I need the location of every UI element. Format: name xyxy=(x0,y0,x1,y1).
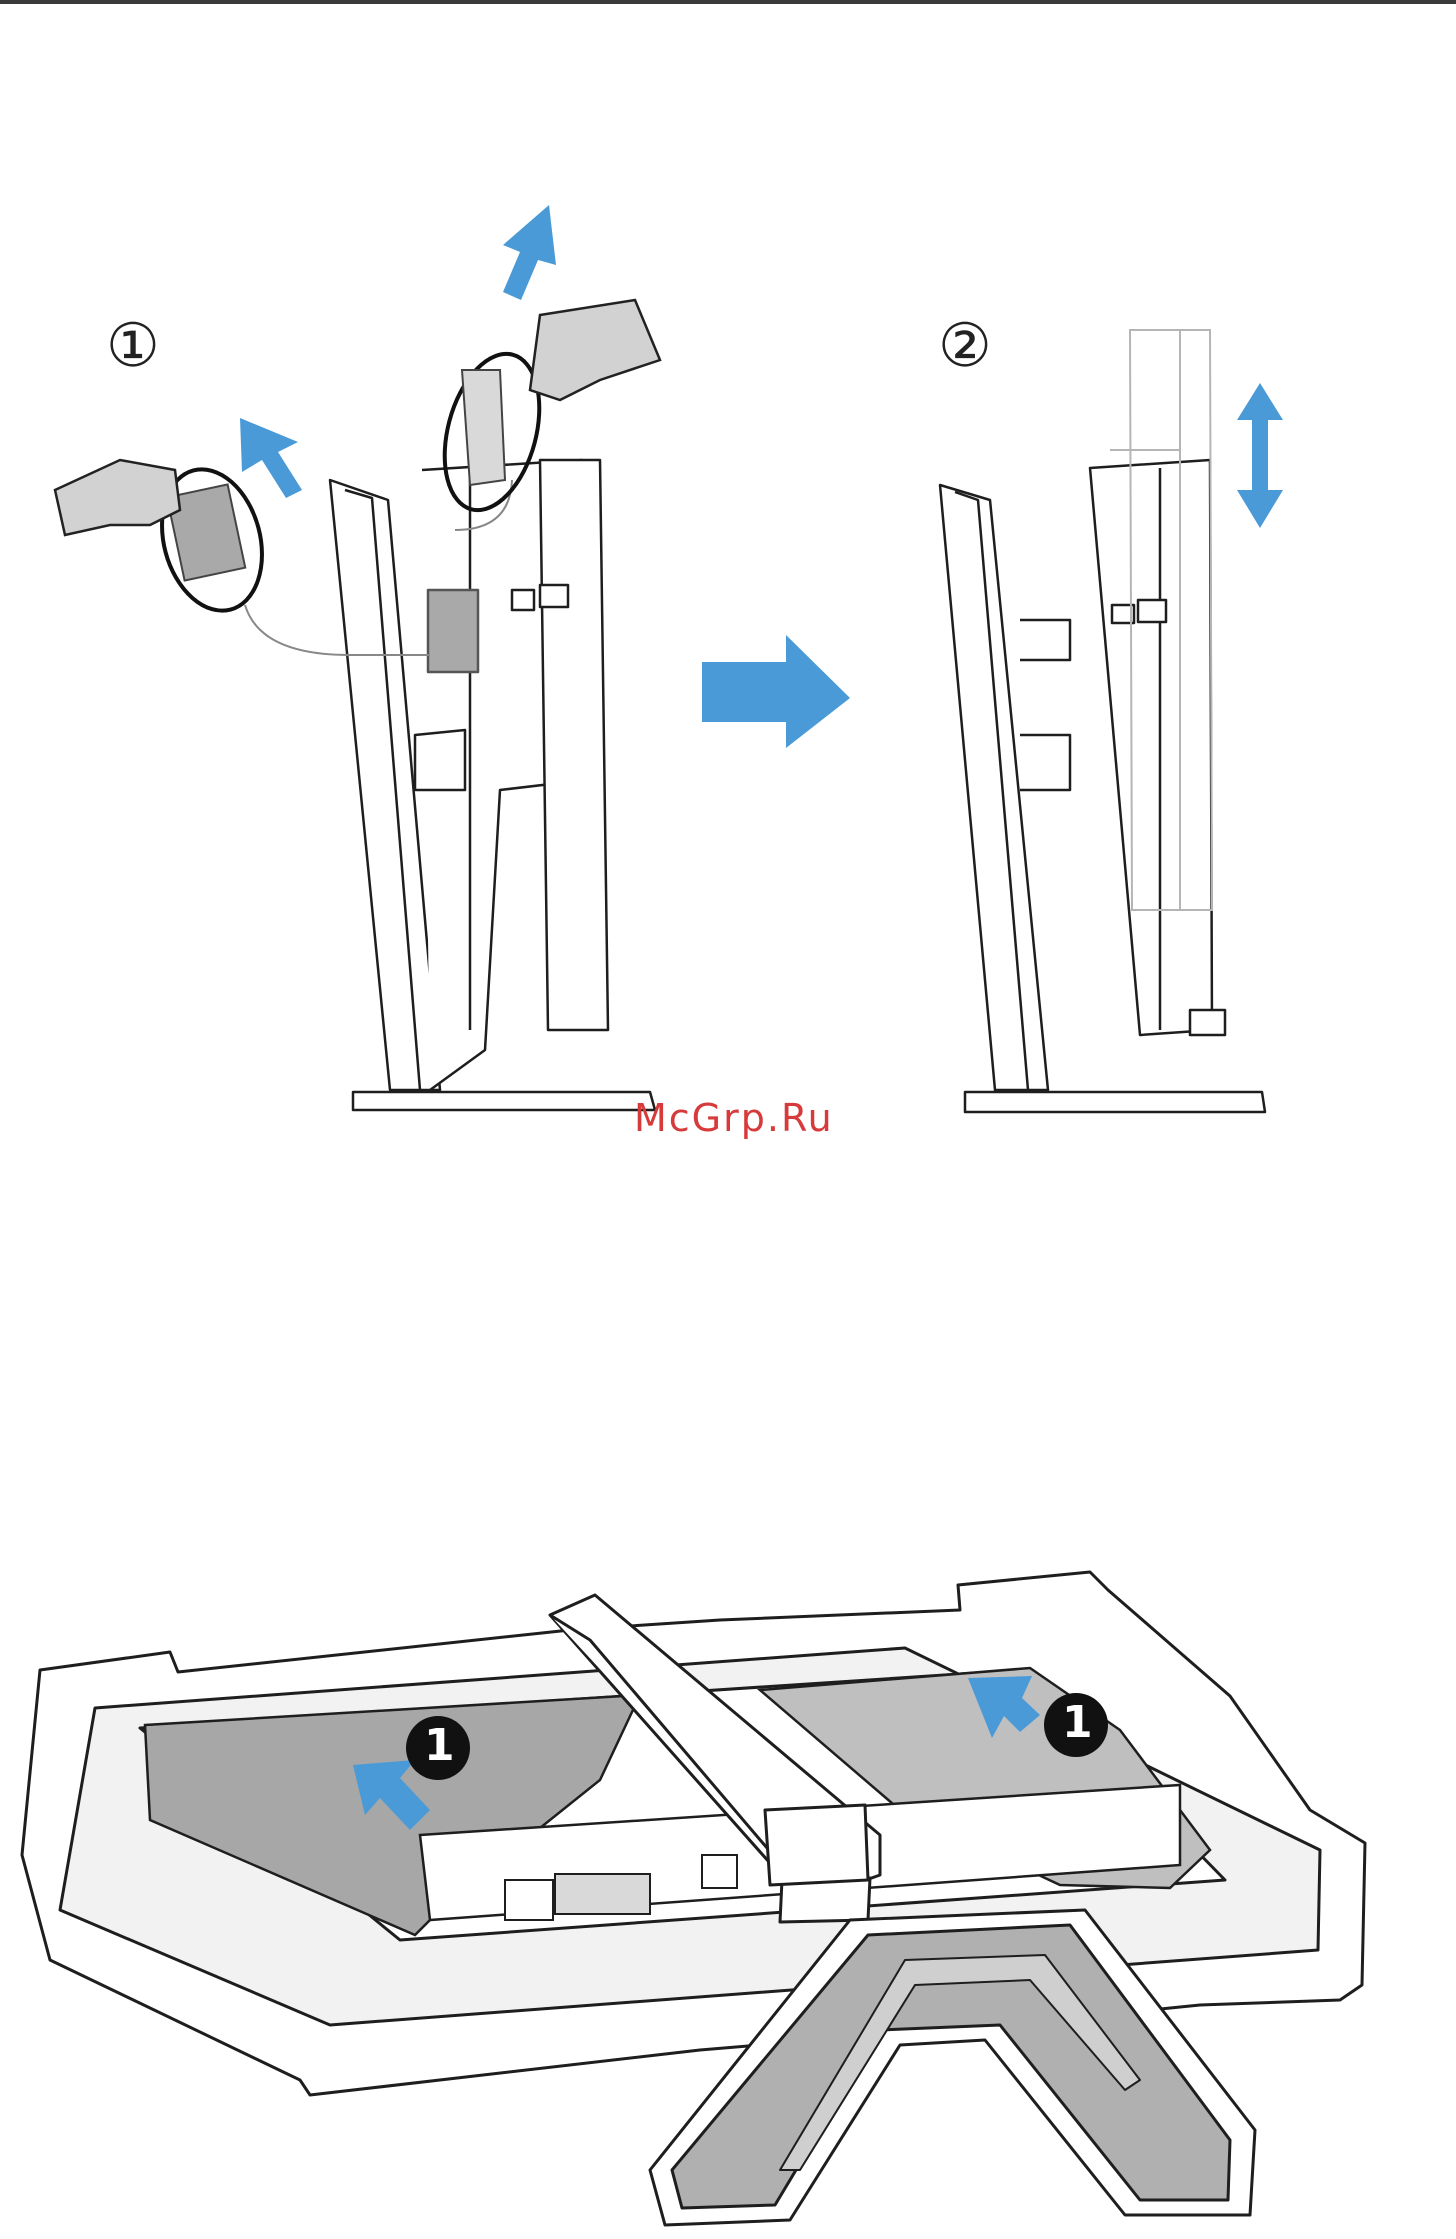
up-arrow-icon xyxy=(503,205,556,300)
figure-side-views: ① ② xyxy=(0,150,1456,1150)
packaging-drawing xyxy=(0,1480,1456,2239)
figure-packaging: 1 1 xyxy=(0,1480,1456,2239)
top-rule xyxy=(0,0,1456,4)
updown-arrow-icon xyxy=(1237,383,1283,528)
side-views-drawing xyxy=(0,150,1456,1150)
badge-step-1-right: 1 xyxy=(1062,1701,1093,1745)
watermark: McGrp.Ru xyxy=(634,1096,834,1140)
step-2-number: ② xyxy=(938,316,992,376)
up-arrow-icon xyxy=(240,418,302,498)
right-arrow-icon xyxy=(702,635,850,748)
step-1-number: ① xyxy=(106,316,160,376)
badge-step-1-left: 1 xyxy=(424,1724,455,1768)
